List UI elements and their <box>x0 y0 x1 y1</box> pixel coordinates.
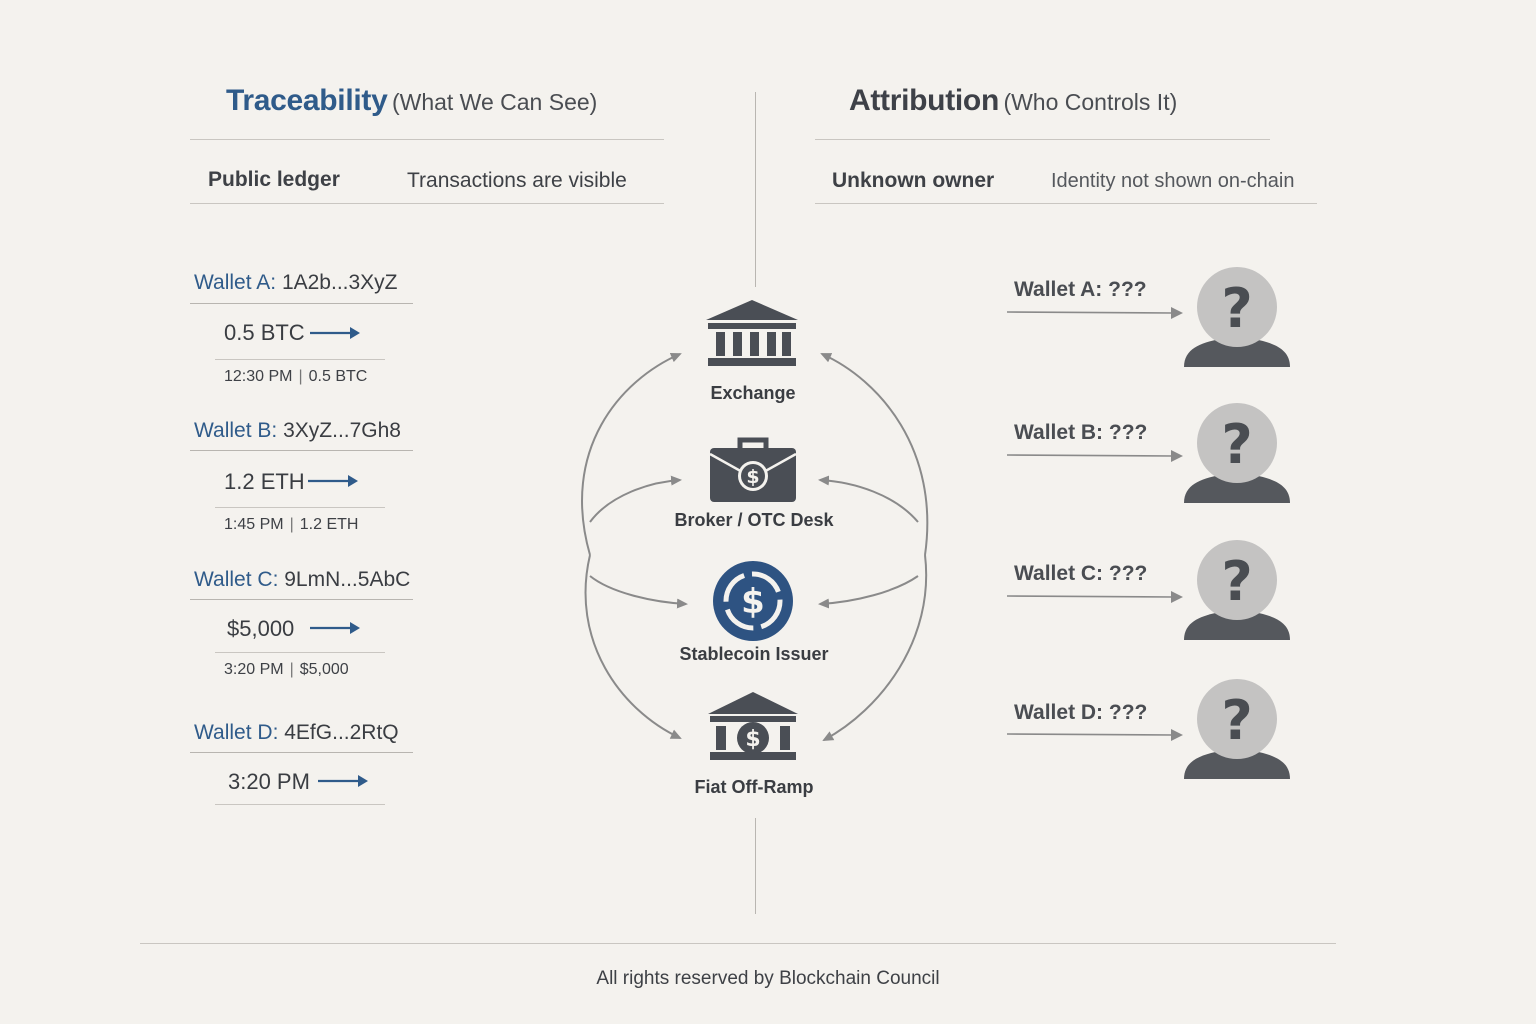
divider <box>815 139 1270 140</box>
flow-arrow <box>589 475 682 523</box>
divider <box>190 752 413 753</box>
wallet-label: Wallet D: <box>194 721 279 744</box>
fiat-off-ramp-label: Fiat Off-Ramp <box>694 777 814 797</box>
broker-otc-desk-label: Broker / OTC Desk <box>674 510 834 530</box>
wallet-d-row: Wallet D: 4EfG...2RtQ <box>194 721 399 745</box>
divider <box>190 203 664 204</box>
exchange-label: Exchange <box>710 383 796 403</box>
unknown-wallet-b-label: Wallet B: ??? <box>1014 421 1148 444</box>
wallet-address: 9LmN...5AbC <box>284 568 411 591</box>
unknown-wallet-c-label: Wallet C: ??? <box>1014 562 1148 585</box>
svg-text:$: $ <box>745 727 760 752</box>
unknown-person-icon: ? <box>1184 403 1290 503</box>
traceability-heading: Traceability (What We Can See) <box>226 84 597 118</box>
wallet-a-detail: 12:30 PM|0.5 BTC <box>224 368 368 385</box>
divider <box>215 652 385 653</box>
wallet-a-amount: 0.5 BTC <box>224 320 305 345</box>
attribution-heading: Attribution (Who Controls It) <box>849 84 1177 118</box>
unknown-person-icon: ? <box>1184 679 1290 779</box>
wallet-b-amount: 1.2 ETH <box>224 469 305 494</box>
wallet-address: 4EfG...2RtQ <box>284 721 399 744</box>
wallet-label: Wallet A: <box>194 271 277 294</box>
wallet-time: 1:45 PM <box>224 516 284 533</box>
wallet-label: Wallet C: <box>194 568 279 591</box>
unknown-wallet-d-label: Wallet D: ??? <box>1014 701 1148 724</box>
svg-text:?: ? <box>1221 550 1252 613</box>
arrow-right-icon <box>1007 729 1183 741</box>
dollar-coin-icon: $ <box>713 561 793 641</box>
briefcase-dollar-icon: $ <box>709 437 797 502</box>
divider <box>215 507 385 508</box>
center-divider <box>755 818 756 914</box>
attribution-subtitle: (Who Controls It) <box>1003 89 1178 115</box>
divider <box>215 804 385 805</box>
traceability-title: Traceability <box>226 84 388 117</box>
bank-dollar-icon: $ <box>708 692 798 760</box>
arrow-right-icon <box>308 475 358 487</box>
flow-arrow <box>822 554 928 741</box>
wallet-address: 1A2b...3XyZ <box>281 271 398 294</box>
arrow-right-icon <box>318 775 368 787</box>
attribution-title: Attribution <box>849 84 999 117</box>
center-divider <box>755 92 756 287</box>
wallet-a-row: Wallet A: 1A2b...3XyZ <box>194 271 398 295</box>
svg-text:?: ? <box>1221 413 1252 476</box>
wallet-b-row: Wallet B: 3XyZ...7Gh8 <box>194 419 401 443</box>
traceability-subtitle: (What We Can See) <box>391 89 598 115</box>
svg-text:?: ? <box>1221 277 1252 340</box>
wallet-label: Wallet B: <box>194 419 278 442</box>
wallet-c-row: Wallet C: 9LmN...5AbC <box>194 568 410 592</box>
unknown-owner-label: Unknown owner <box>832 169 995 192</box>
wallet-c-detail: 3:20 PM|$5,000 <box>224 661 349 678</box>
stablecoin-issuer-label: Stablecoin Issuer <box>679 644 829 664</box>
divider <box>190 599 413 600</box>
flow-arrow <box>818 575 919 609</box>
unknown-wallet-a-label: Wallet A: ??? <box>1014 278 1147 301</box>
svg-text:$: $ <box>741 582 765 622</box>
flow-arrow <box>584 554 682 739</box>
divider <box>215 359 385 360</box>
divider <box>815 203 1317 204</box>
wallet-detail-amount: 1.2 ETH <box>299 516 359 533</box>
bank-icon <box>706 300 798 366</box>
public-ledger-label: Public ledger <box>208 168 340 191</box>
wallet-time: 12:30 PM <box>224 368 293 385</box>
arrow-right-icon <box>310 327 360 339</box>
divider <box>190 303 413 304</box>
svg-text:?: ? <box>1221 689 1252 752</box>
arrow-right-icon <box>1007 307 1183 319</box>
flow-arrow <box>820 353 929 556</box>
wallet-detail-amount: 0.5 BTC <box>308 368 368 385</box>
identity-not-shown-label: Identity not shown on-chain <box>1051 170 1295 192</box>
wallet-detail-amount: $5,000 <box>299 661 349 678</box>
flow-arrow <box>818 475 919 523</box>
transactions-visible-label: Transactions are visible <box>407 169 627 192</box>
flow-arrow <box>589 575 688 609</box>
footer-text: All rights reserved by Blockchain Counci… <box>596 968 940 989</box>
flow-arrow <box>581 352 682 556</box>
wallet-c-amount: $5,000 <box>227 616 295 641</box>
wallet-time: 3:20 PM <box>224 661 284 678</box>
wallet-d-amount: 3:20 PM <box>228 769 310 794</box>
footer-divider <box>140 943 1336 944</box>
wallet-address: 3XyZ...7Gh8 <box>283 419 401 442</box>
divider <box>190 450 413 451</box>
arrow-right-icon <box>1007 450 1183 462</box>
wallet-b-detail: 1:45 PM|1.2 ETH <box>224 516 359 533</box>
unknown-person-icon: ? <box>1184 540 1290 640</box>
unknown-person-icon: ? <box>1184 267 1290 367</box>
divider <box>190 139 664 140</box>
arrow-right-icon <box>310 622 360 634</box>
svg-text:$: $ <box>746 466 759 488</box>
arrow-right-icon <box>1007 591 1183 603</box>
